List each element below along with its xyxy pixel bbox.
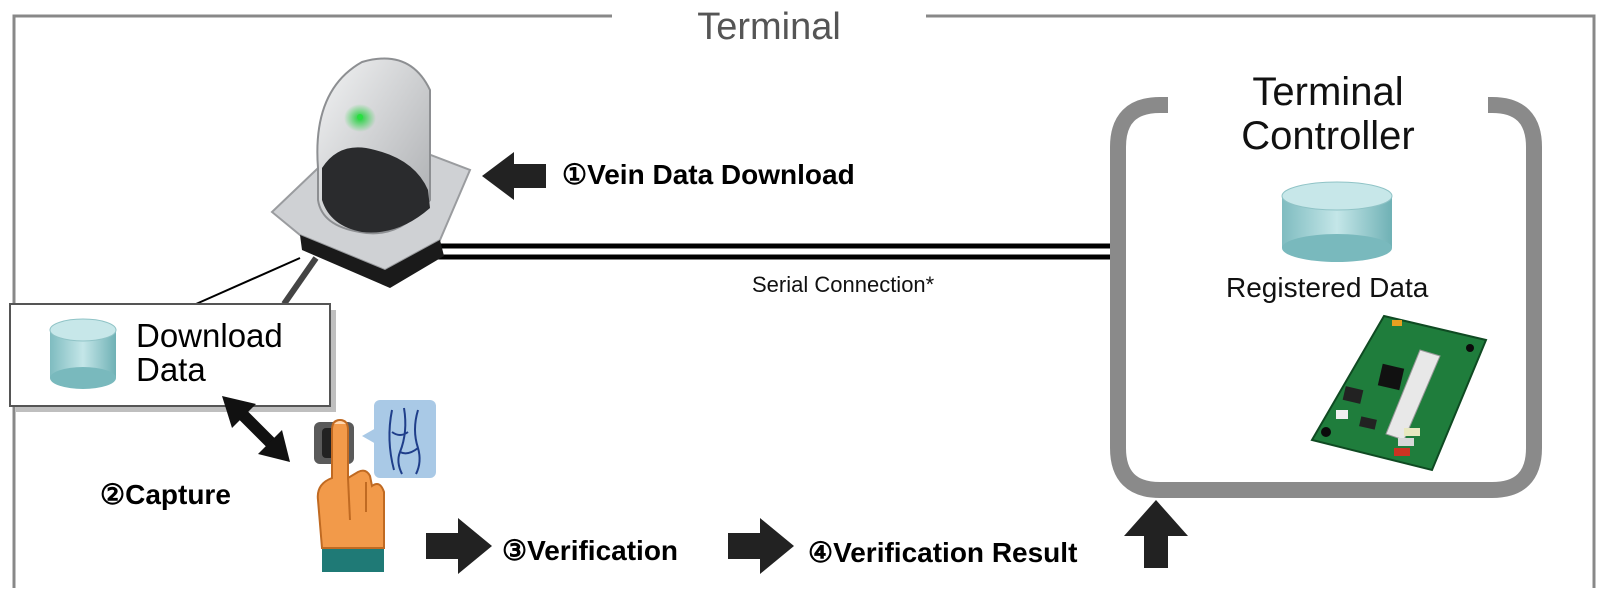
database-cylinder-icon [49,318,117,389]
terminal-title: Terminal [612,6,926,49]
step-verification-label: ③Verification [502,535,679,566]
up-arrow [1124,500,1188,568]
step-capture-label: ②Capture [100,479,231,510]
callout-lines [195,256,319,306]
registered-data-label: Registered Data [1226,272,1429,303]
serial-connection-line [420,243,1110,260]
controller-frame [1110,97,1542,498]
controller-title: Terminal Controller [1168,70,1488,158]
result-arrow [728,518,794,574]
finger-icon [314,418,385,572]
registered-database-icon [1281,181,1393,262]
capture-arrow [222,396,290,462]
step-result-label: ④Verification Result [808,537,1078,568]
vein-scanner-device [270,57,472,288]
download-data-label: Download Data [136,317,283,388]
vein-pattern-icon [362,400,436,478]
step-download-label: ①Vein Data Download [562,159,855,190]
download-arrow [482,152,546,200]
verification-arrow [426,518,492,574]
serial-connection-label: Serial Connection* [752,272,935,297]
circuit-board [1310,314,1488,472]
